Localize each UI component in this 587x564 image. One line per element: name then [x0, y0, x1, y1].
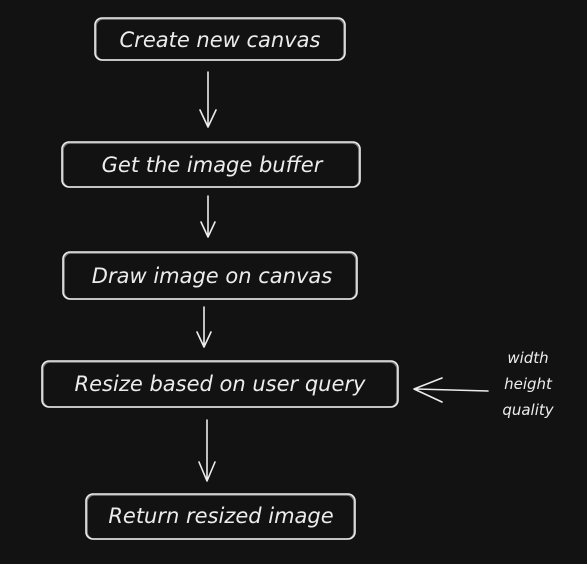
step-box-sketch [42, 361, 398, 408]
step-box-sketch [86, 494, 355, 540]
arrow-parameters [413, 377, 489, 403]
arrow-1 [199, 71, 217, 128]
step-label: Resize based on user query [75, 372, 366, 396]
step-draw-image: Draw image on canvas [62, 251, 358, 300]
step-label: Draw image on canvas [92, 264, 332, 288]
step-create-canvas: Create new canvas [94, 17, 346, 61]
step-resize: Resize based on user query [41, 360, 399, 408]
parameter-list: width height quality [502, 349, 554, 419]
parameter-height: height [504, 375, 553, 393]
step-return: Return resized image [85, 493, 356, 540]
step-box-sketch [63, 252, 357, 300]
step-label: Return resized image [108, 504, 333, 528]
step-label: Get the image buffer [102, 153, 324, 177]
step-get-buffer: Get the image buffer [61, 141, 361, 188]
step-label: Create new canvas [120, 28, 321, 52]
arrow-3 [196, 306, 212, 348]
arrow-4 [198, 419, 216, 482]
step-box-sketch [62, 142, 360, 188]
parameter-quality: quality [502, 401, 554, 419]
step-box-sketch [95, 18, 345, 61]
arrow-2 [200, 195, 216, 238]
parameter-width: width [507, 349, 548, 367]
